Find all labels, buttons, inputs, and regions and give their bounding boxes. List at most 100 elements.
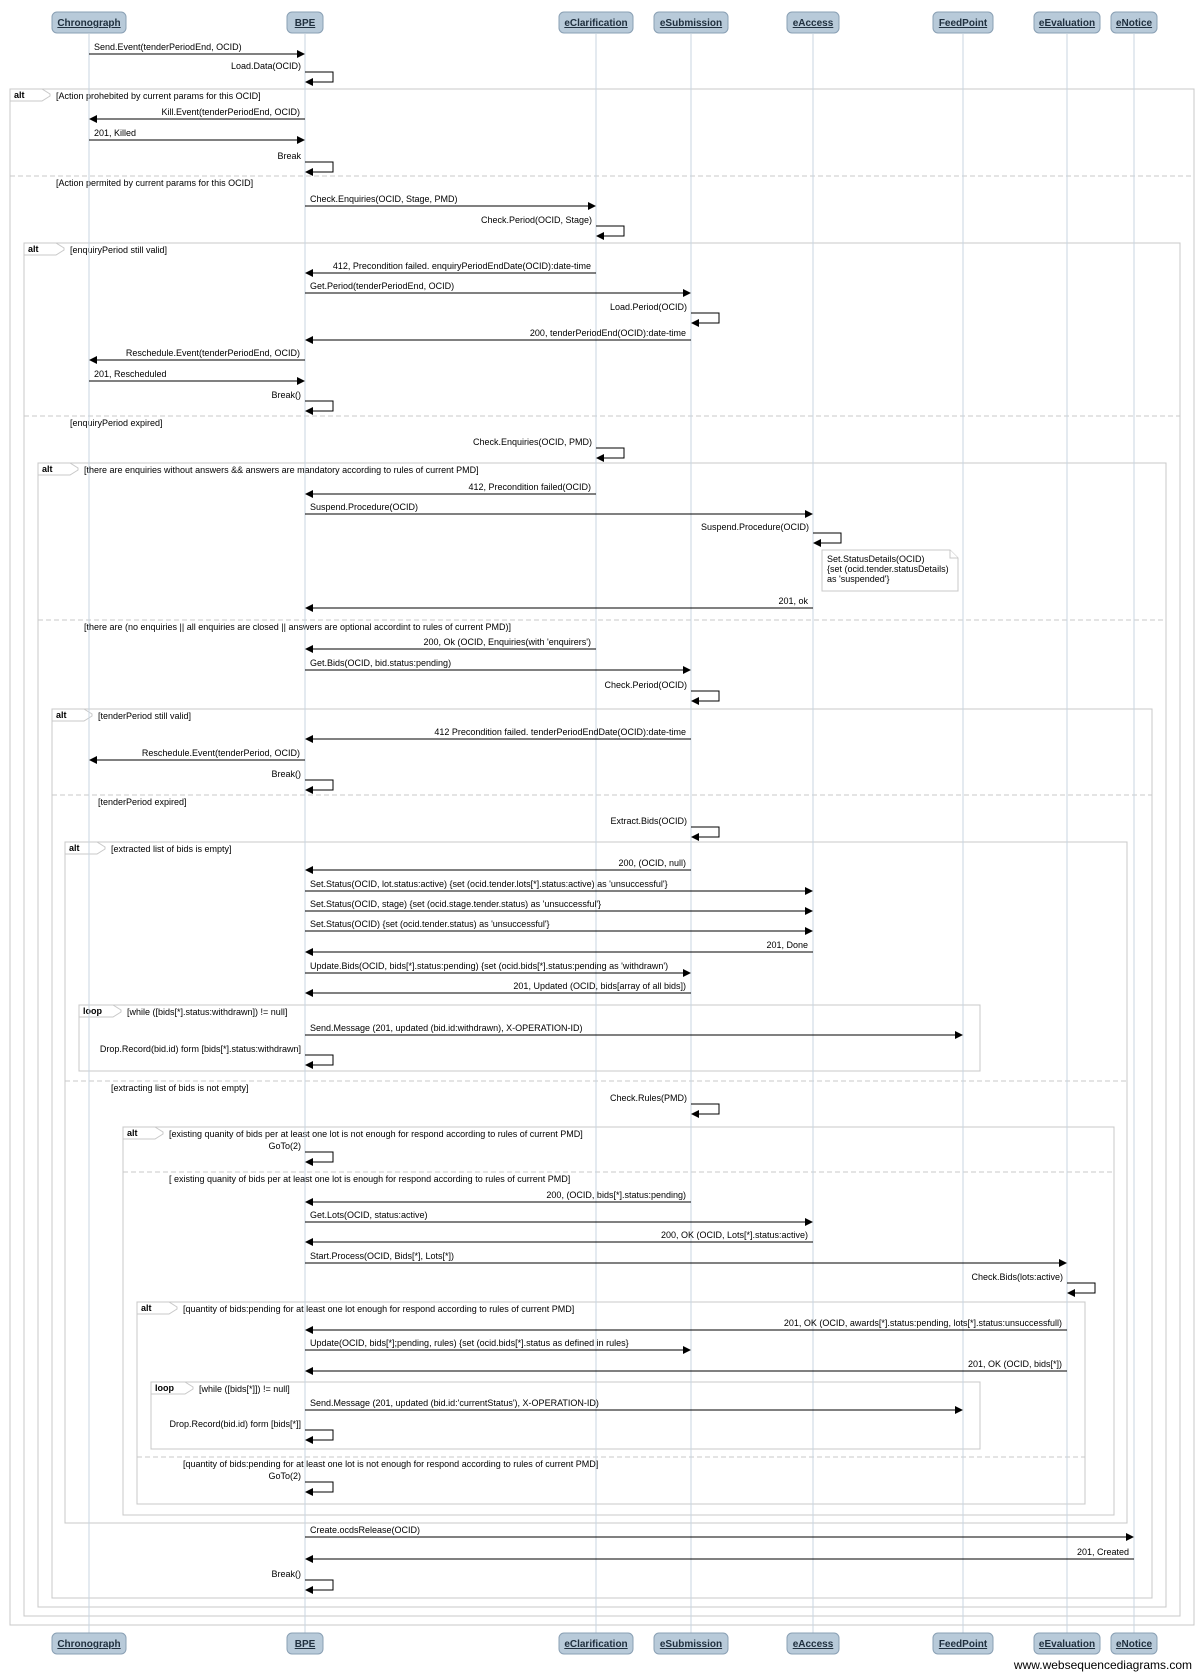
message-label: GoTo(2): [268, 1471, 301, 1481]
message: Set.Status(OCID, stage) {set (ocid.stage…: [305, 899, 813, 915]
fragment-guard: [tenderPeriod expired]: [98, 797, 187, 807]
message-label: 412 Precondition failed. tenderPeriodEnd…: [434, 727, 686, 737]
message-label: Extract.Bids(OCID): [610, 816, 687, 826]
message-label: Send.Message (201, updated (bid.id:'curr…: [310, 1398, 599, 1408]
message: 201, Done: [305, 940, 813, 956]
message: Send.Event(tenderPeriodEnd, OCID): [89, 42, 305, 58]
fragment-keyword: alt: [127, 1128, 138, 1138]
fragment-guard: [quantity of bids:pending for at least o…: [183, 1304, 574, 1314]
fragment-keyword: alt: [28, 244, 39, 254]
message-label: Break(): [271, 769, 301, 779]
participant-chronograph-top: Chronograph: [51, 11, 127, 34]
message-label: Break: [277, 151, 301, 161]
message: 200, Ok (OCID, Enquiries(with 'enquirers…: [305, 637, 596, 653]
self-arrow: [596, 447, 625, 462]
message-label: 200, (OCID, bids[*].status:pending): [546, 1190, 686, 1200]
message: Load.Period(OCID): [610, 302, 720, 327]
note-line: {set (ocid.tender.statusDetails): [827, 564, 949, 574]
fragment-layer: alt [Action prohebited by current params …: [9, 88, 1195, 1626]
fragment-guard: [Action permited by current params for t…: [56, 178, 253, 188]
message-label: Get.Bids(OCID, bid.status:pending): [310, 658, 451, 668]
participant-label: FeedPoint: [939, 1639, 988, 1650]
message: 412, Precondition failed(OCID): [305, 482, 596, 498]
fragment-guard: [existing quanity of bids per at least o…: [169, 1129, 583, 1139]
message-label: GoTo(2): [268, 1141, 301, 1151]
message: Update.Bids(OCID, bids[*].status:pending…: [305, 961, 691, 977]
message-label: Set.Status(OCID, stage) {set (ocid.stage…: [310, 899, 601, 909]
note-line: as 'suspended'}: [827, 574, 890, 584]
message: Break(): [271, 769, 334, 794]
message: 201, Rescheduled: [89, 369, 305, 385]
message-label: 201, Done: [766, 940, 808, 950]
message-label: 201, Killed: [94, 128, 136, 138]
message: Break(): [271, 390, 334, 415]
message: Drop.Record(bid.id) form [bids[*].status…: [100, 1044, 334, 1069]
message-label: Reschedule.Event(tenderPeriodEnd, OCID): [126, 348, 300, 358]
message: 201, ok: [305, 596, 813, 612]
fragment-keyword: alt: [69, 843, 80, 853]
fragment-guard: [while ([bids[*]]) != null]: [199, 1384, 290, 1394]
message-label: Send.Event(tenderPeriodEnd, OCID): [94, 42, 242, 52]
message: Break: [277, 151, 334, 176]
participant-label: eClarification: [564, 1639, 627, 1650]
participant-enotice-top: eNotice: [1110, 11, 1158, 34]
message: Drop.Record(bid.id) form [bids[*]]: [169, 1419, 334, 1444]
participant-layer: ChronographChronographBPEBPEeClarificati…: [51, 11, 1158, 1655]
message-label: 201, ok: [778, 596, 808, 606]
message: 201, Updated (OCID, bids[array of all bi…: [305, 981, 691, 997]
message-label: Check.Period(OCID, Stage): [481, 215, 592, 225]
message-label: Check.Period(OCID): [604, 680, 687, 690]
self-arrow: [305, 1054, 334, 1069]
participant-eclarification-top: eClarification: [558, 11, 634, 34]
message-label: Set.Status(OCID, lot.status:active) {set…: [310, 879, 668, 889]
message: Load.Data(OCID): [231, 61, 334, 86]
message: 412, Precondition failed. enquiryPeriodE…: [305, 261, 596, 277]
self-arrow: [305, 161, 334, 176]
note: Set.StatusDetails(OCID){set (ocid.tender…: [821, 549, 959, 592]
fragment-guard: [Action prohebited by current params for…: [56, 91, 261, 101]
participant-label: Chronograph: [57, 18, 120, 29]
message: 200, (OCID, null): [305, 858, 691, 874]
self-arrow: [1067, 1282, 1096, 1297]
message-label: 201, OK (OCID, bids[*]): [968, 1359, 1062, 1369]
message: Set.Status(OCID, lot.status:active) {set…: [305, 879, 813, 895]
participant-label: BPE: [295, 1639, 316, 1650]
message: Check.Bids(lots:active): [971, 1272, 1096, 1297]
participant-label: eAccess: [793, 18, 834, 29]
message-label: Update.Bids(OCID, bids[*].status:pending…: [310, 961, 668, 971]
fragment-keyword: loop: [83, 1006, 102, 1016]
fragment-keyword: alt: [42, 464, 53, 474]
self-arrow: [596, 225, 625, 240]
participant-label: FeedPoint: [939, 18, 988, 29]
message: Start.Process(OCID, Bids[*], Lots[*]): [305, 1251, 1067, 1267]
self-arrow: [305, 1481, 334, 1496]
alt-fragment: alt[enquiryPeriod still valid][enquiryPe…: [23, 242, 1181, 1617]
fragment-keyword: alt: [14, 90, 25, 100]
self-arrow: [691, 826, 720, 841]
participant-label: eEvaluation: [1039, 1639, 1095, 1650]
participant-feedpoint-top: FeedPoint: [932, 11, 994, 34]
self-arrow: [691, 312, 720, 327]
message-label: 200, (OCID, null): [618, 858, 686, 868]
message: Check.Enquiries(OCID, PMD): [473, 437, 625, 462]
fragment-guard: [enquiryPeriod expired]: [70, 418, 163, 428]
message-label: Get.Lots(OCID, status:active): [310, 1210, 428, 1220]
message-label: Break(): [271, 390, 301, 400]
fragment-guard: [extracting list of bids is not empty]: [111, 1083, 249, 1093]
alt-fragment: alt[tenderPeriod still valid][tenderPeri…: [51, 708, 1153, 1599]
message-label: Drop.Record(bid.id) form [bids[*].status…: [100, 1044, 301, 1054]
message-label: 200, OK (OCID, Lots[*].status:active): [661, 1230, 808, 1240]
message: Extract.Bids(OCID): [610, 816, 720, 841]
alt-fragment: alt [Action prohebited by current params …: [9, 88, 1195, 1626]
fragment-guard: [while ([bids[*].status:withdrawn]) != n…: [127, 1007, 287, 1017]
self-arrow: [305, 400, 334, 415]
message-label: 200, Ok (OCID, Enquiries(with 'enquirers…: [424, 637, 592, 647]
participant-chronograph-bottom: Chronograph: [51, 1632, 127, 1655]
loop-fragment: loop[while ([bids[*]]) != null]: [150, 1381, 981, 1450]
message-label: Kill.Event(tenderPeriodEnd, OCID): [161, 107, 300, 117]
message: Update(OCID, bids[*];pending, rules) {se…: [305, 1338, 691, 1354]
self-arrow: [305, 1429, 334, 1444]
message-label: 412, Precondition failed(OCID): [468, 482, 591, 492]
message: Reschedule.Event(tenderPeriod, OCID): [89, 748, 305, 764]
